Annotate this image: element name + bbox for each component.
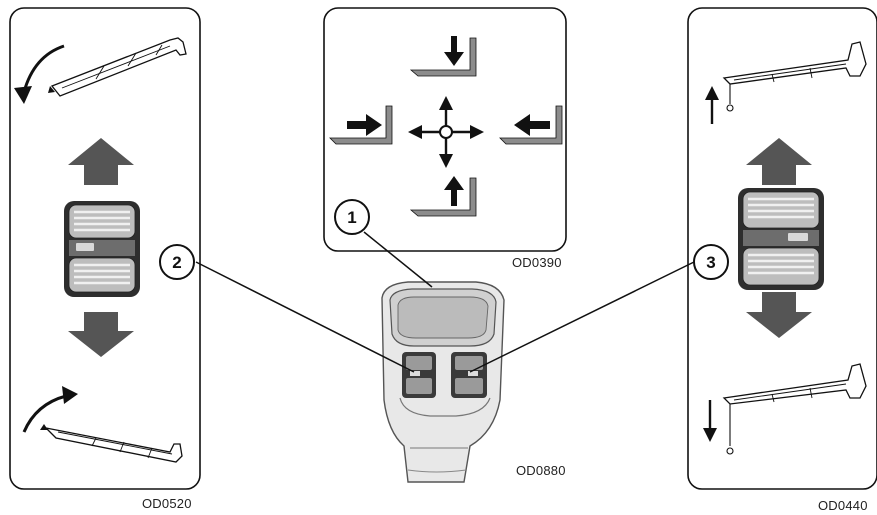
- bracket-down: [409, 36, 477, 77]
- callout-2: 2: [159, 244, 195, 280]
- rocker-switch-right: [738, 188, 824, 290]
- callout-3-number: 3: [706, 253, 715, 272]
- up-arrow-icon-right: [746, 138, 812, 185]
- top-panel-code: OD0390: [512, 255, 562, 270]
- callout-2-number: 2: [172, 253, 181, 272]
- down-arrow-icon-right: [746, 292, 812, 338]
- down-arrow-icon: [68, 312, 134, 357]
- bracket-down-arrow-icon: [444, 36, 464, 66]
- bracket-left-arrow-icon: [514, 114, 550, 136]
- four-way-direction-icon: [408, 96, 484, 168]
- bracket-up-arrow-icon: [444, 176, 464, 206]
- callout-line-2: [195, 261, 415, 373]
- callout-line-3: [469, 261, 695, 373]
- boom-raise-illustration: [14, 37, 187, 104]
- left-panel-code: OD0520: [142, 496, 192, 511]
- up-arrow-icon: [68, 138, 134, 185]
- bracket-right: [329, 105, 393, 145]
- left-panel: [9, 7, 201, 490]
- hoist-down-illustration: [703, 363, 867, 455]
- bracket-left: [499, 105, 563, 145]
- boom-lower-illustration: [22, 386, 183, 463]
- control-unit-code: OD0880: [516, 463, 566, 478]
- hoist-up-illustration: [705, 41, 867, 124]
- bracket-up: [409, 176, 477, 217]
- control-unit: [381, 281, 505, 483]
- callout-1: 1: [334, 199, 370, 235]
- curved-arrow-down-icon: [22, 44, 65, 93]
- rocker-switch-left: [64, 201, 140, 297]
- top-panel: [323, 7, 567, 252]
- bracket-right-arrow-icon: [347, 114, 382, 136]
- curved-arrow-up-icon: [22, 394, 67, 433]
- right-panel-code: OD0440: [818, 498, 868, 513]
- callout-3: 3: [693, 244, 729, 280]
- callout-line-1: [363, 231, 433, 288]
- callout-1-number: 1: [347, 208, 356, 227]
- right-panel: [687, 7, 877, 490]
